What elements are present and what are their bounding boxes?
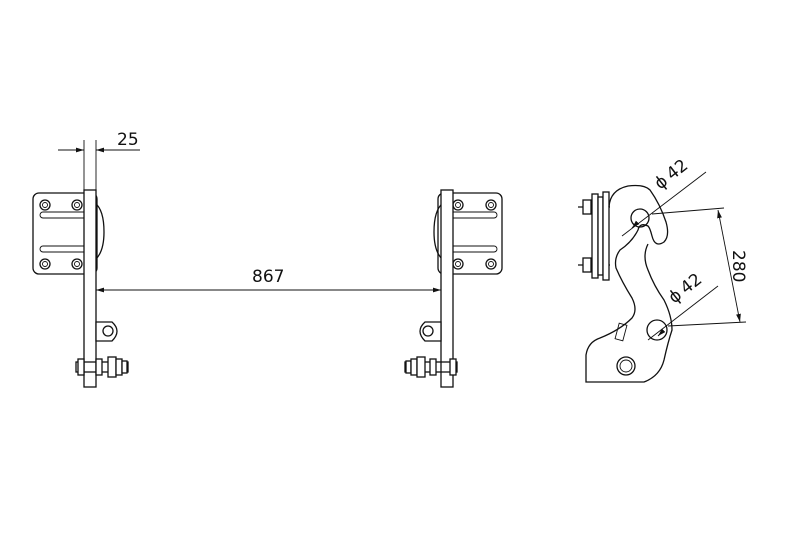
left-upper-slot bbox=[39, 211, 89, 219]
right-lug-hole bbox=[422, 325, 434, 337]
dimension-hook-diameter: ϕ42 bbox=[621, 155, 707, 237]
left-lug-hole bbox=[102, 325, 114, 337]
right-mount-plate bbox=[437, 192, 503, 275]
dimension-label-hook-diameter: ϕ42 bbox=[651, 155, 692, 193]
hook-diameter-value: 42 bbox=[663, 155, 692, 184]
right-bolt-assembly bbox=[404, 356, 458, 378]
dimension-label-thickness: 25 bbox=[117, 130, 139, 150]
side-slot bbox=[614, 322, 628, 342]
dimension-hook-spacing: 280 bbox=[717, 209, 748, 323]
dimension-pin-diameter: ϕ42 bbox=[647, 269, 719, 341]
pin-hole bbox=[646, 319, 668, 341]
left-gusset bbox=[94, 202, 105, 261]
left-mount-plate bbox=[32, 192, 98, 275]
hook-hole bbox=[630, 208, 650, 228]
dimension-plate-thickness: 25 bbox=[58, 130, 140, 190]
side-view-hook-plate bbox=[578, 184, 747, 383]
right-gusset bbox=[433, 202, 444, 261]
right-upper-slot bbox=[448, 211, 498, 219]
right-lower-slot bbox=[448, 245, 498, 253]
dimension-frame-width: 867 bbox=[96, 267, 441, 293]
right-bolt-group bbox=[452, 199, 497, 270]
dimension-label-spacing: 280 bbox=[728, 250, 748, 282]
left-bracket bbox=[32, 189, 129, 388]
right-vertical-plate bbox=[440, 189, 454, 388]
right-bracket bbox=[404, 189, 503, 388]
bottom-hole bbox=[616, 356, 636, 376]
dimension-label-pin-diameter: ϕ42 bbox=[665, 269, 706, 307]
left-lower-slot bbox=[39, 245, 89, 253]
left-bolt-assembly bbox=[75, 356, 129, 378]
left-lug bbox=[95, 321, 118, 342]
left-bolt-group bbox=[39, 199, 83, 270]
side-clamp-assembly bbox=[578, 191, 610, 281]
pin-diameter-value: 42 bbox=[677, 269, 706, 298]
dimension-label-width: 867 bbox=[252, 267, 284, 287]
hook-plate-outline bbox=[585, 184, 673, 383]
left-vertical-plate bbox=[83, 189, 97, 388]
